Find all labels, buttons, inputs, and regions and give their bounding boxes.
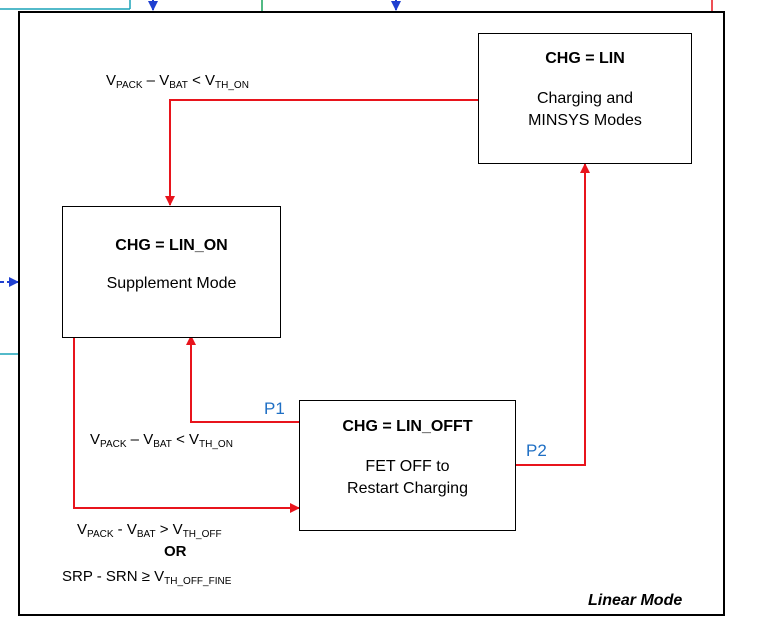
arrow-lin-to-lin-on (165, 99, 478, 206)
state-lin-on: CHG = LIN_ON Supplement Mode (62, 206, 281, 338)
outer-fragments (0, 0, 713, 355)
port-p1-label: P1 (264, 399, 285, 418)
arrow-lin-on-to-lin-offt (73, 338, 300, 513)
condition-top: VPACK – VBAT < VTH_ON (106, 72, 249, 91)
state-lin-offt-desc-2: Restart Charging (347, 480, 468, 497)
state-lin-on-title: CHG = LIN_ON (115, 237, 228, 254)
linear-mode-label: Linear Mode (588, 592, 683, 609)
arrow-lin-offt-p1-to-lin-on (186, 335, 299, 423)
state-lin-offt-desc-1: FET OFF to (365, 458, 450, 475)
arrow-lin-offt-p2-to-lin (516, 163, 590, 466)
state-lin-desc-1: Charging and (536, 90, 634, 107)
condition-bottom-line1: VPACK - VBAT > VTH_OFF (77, 521, 222, 540)
state-lin-title: CHG = LIN (545, 50, 625, 67)
condition-bottom-or: OR (164, 543, 187, 560)
state-lin-offt-title: CHG = LIN_OFFT (342, 418, 473, 435)
state-lin-on-desc: Supplement Mode (106, 275, 237, 292)
port-p2-label: P2 (526, 441, 547, 460)
linear-mode-frame (18, 11, 725, 616)
state-lin-offt: CHG = LIN_OFFT FET OFF to Restart Chargi… (299, 400, 516, 531)
condition-bottom-line3: SRP - SRN ≥ VTH_OFF_FINE (62, 568, 232, 587)
state-lin-desc-2: MINSYS Modes (528, 112, 642, 129)
condition-mid: VPACK – VBAT < VTH_ON (90, 431, 233, 450)
state-lin: CHG = LIN Charging and MINSYS Modes (478, 33, 692, 164)
